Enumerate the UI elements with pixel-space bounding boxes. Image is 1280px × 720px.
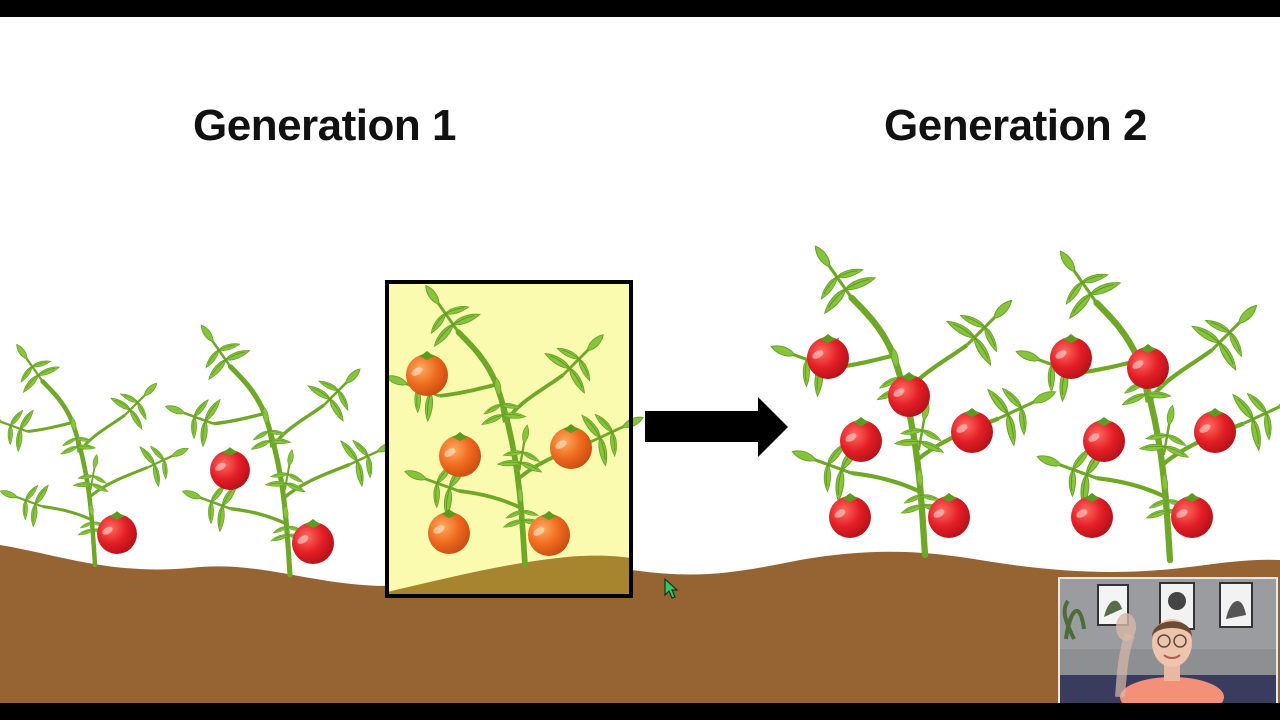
letterbox-bottom xyxy=(0,703,1280,720)
tomato-red xyxy=(840,417,882,462)
tomato-red xyxy=(1083,417,1125,462)
tomato-red xyxy=(1050,334,1092,379)
tomato-red xyxy=(807,334,849,379)
presenter-webcam xyxy=(1058,577,1278,705)
tomato-red xyxy=(1071,493,1113,538)
tomato-red xyxy=(97,511,137,554)
mouse-pointer-icon xyxy=(664,578,679,599)
tomato-red xyxy=(829,493,871,538)
generation-2-heading: Generation 2 xyxy=(884,101,1147,150)
tomato-red xyxy=(210,447,250,490)
letterbox-top xyxy=(0,0,1280,17)
selected-plant-box xyxy=(376,269,655,598)
right-arrow-icon xyxy=(645,397,788,457)
generation-1-heading: Generation 1 xyxy=(193,101,456,150)
generation-1-plant-2 xyxy=(157,310,407,575)
tomato-red xyxy=(1194,408,1236,453)
tomato-red xyxy=(1171,493,1213,538)
tomato-red xyxy=(292,519,334,564)
tomato-red xyxy=(951,408,993,453)
